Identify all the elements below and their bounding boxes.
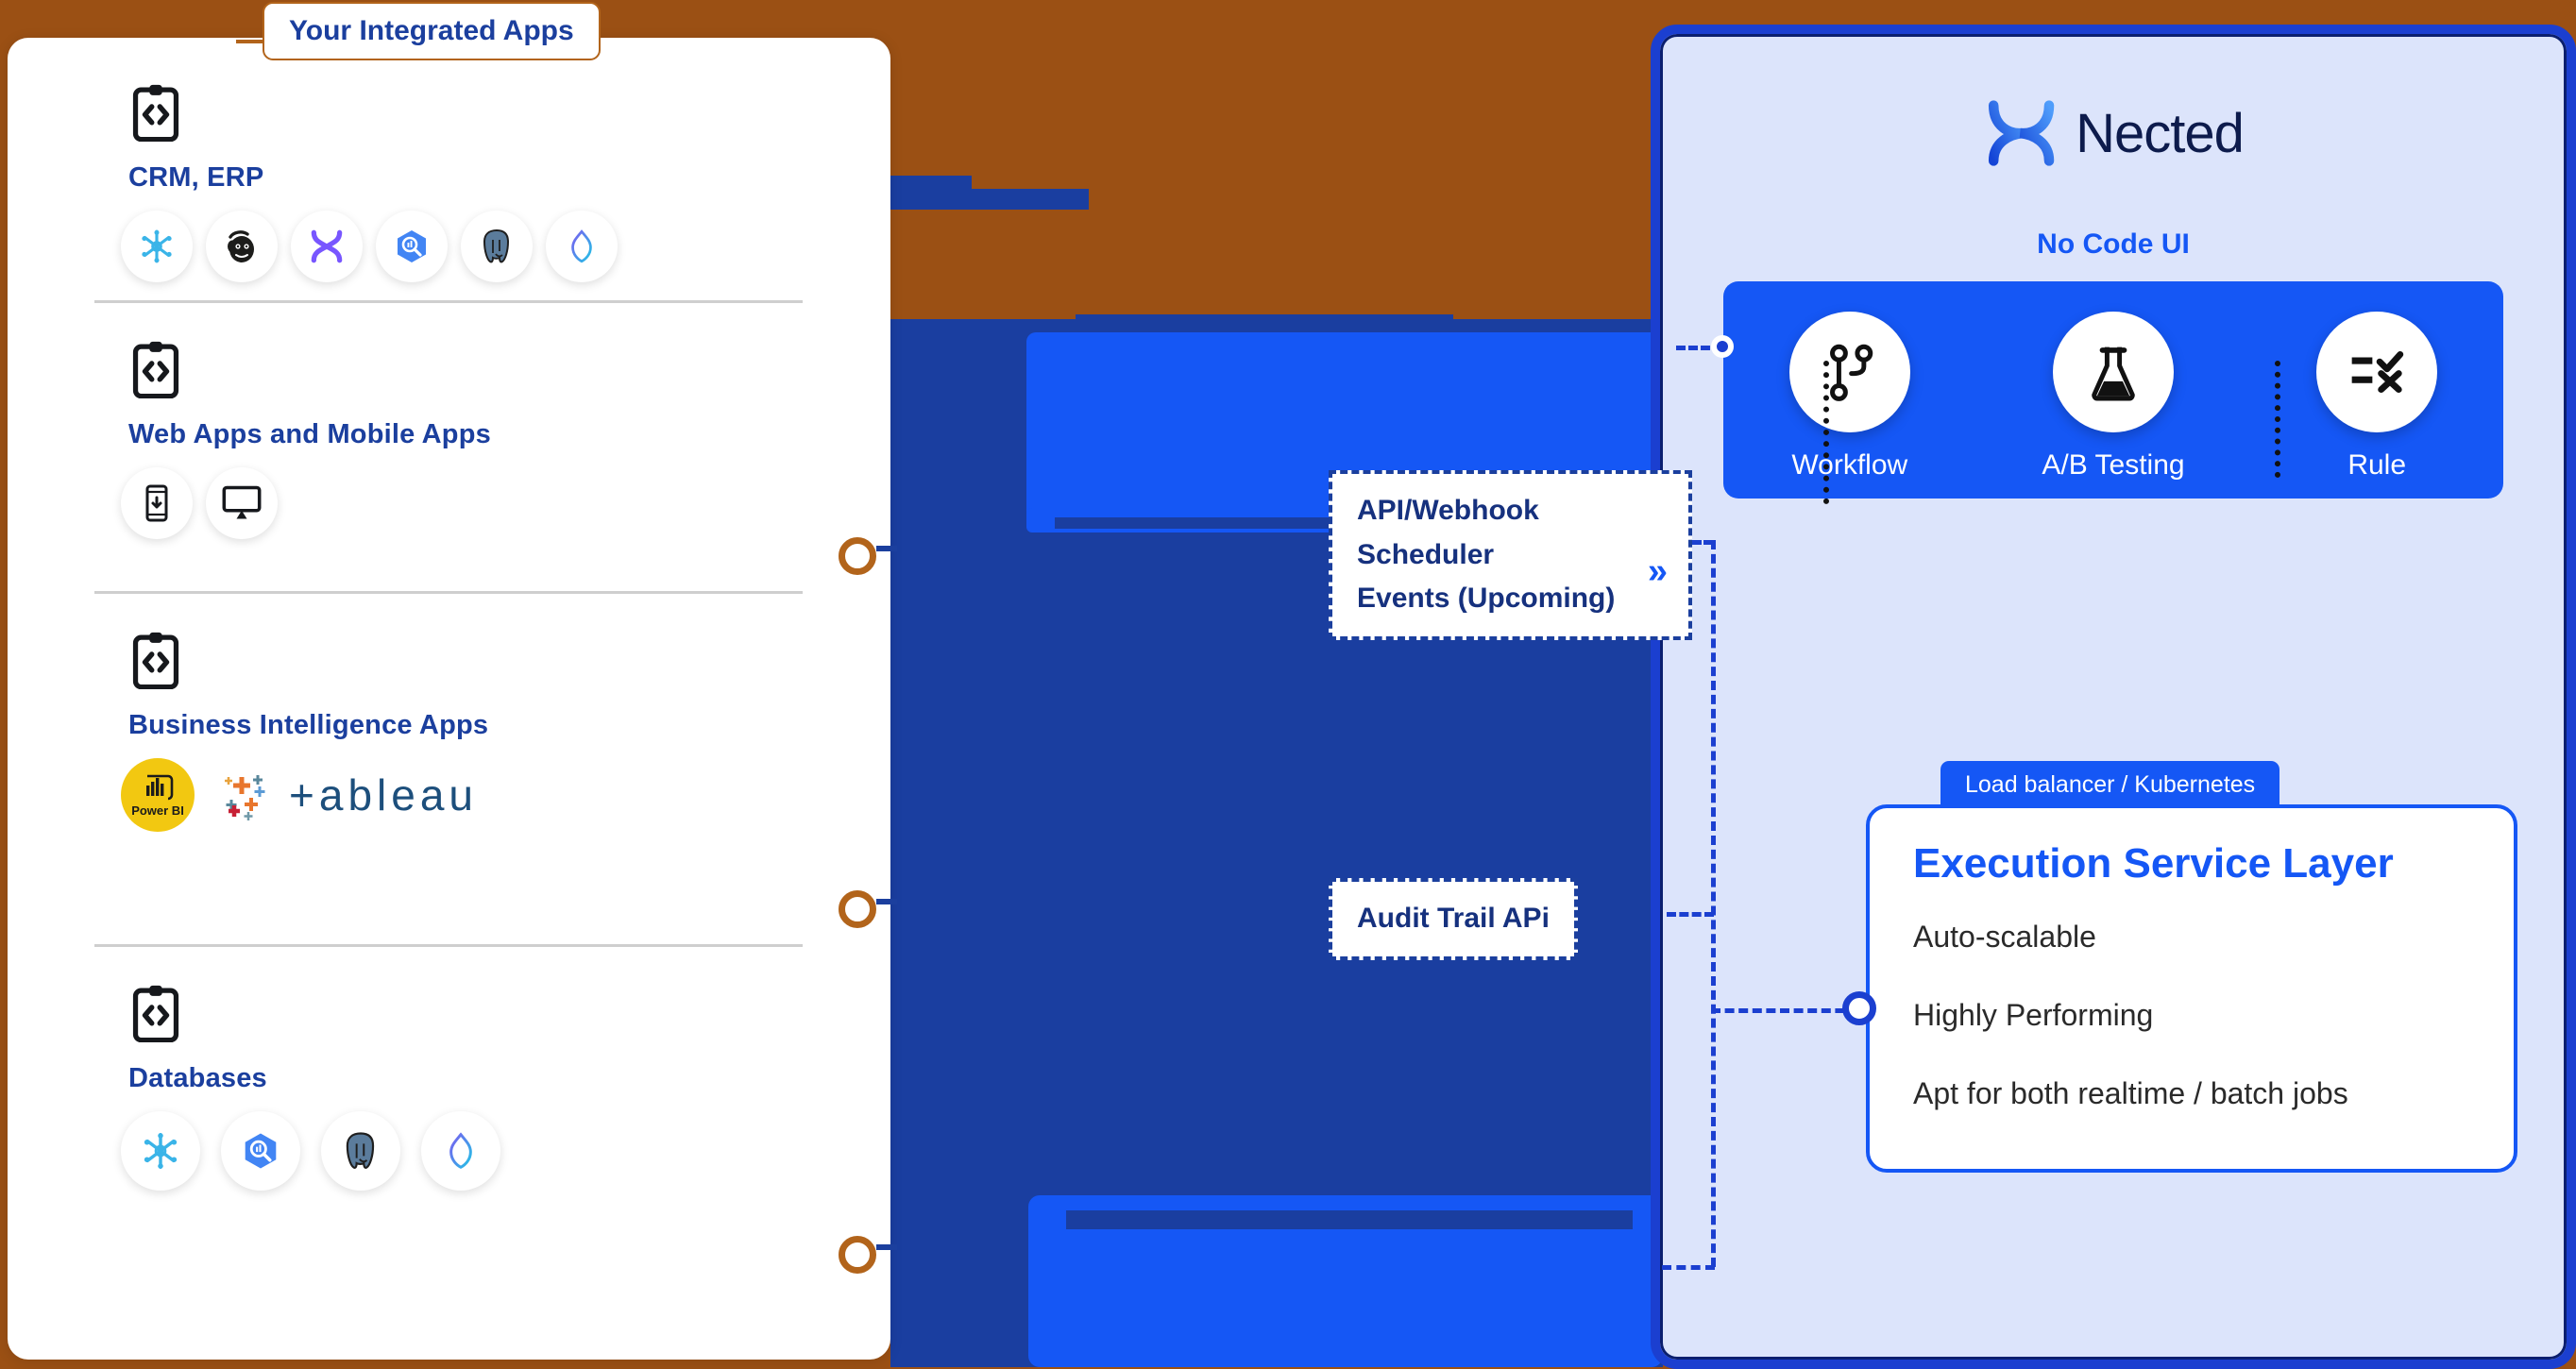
section-divider (94, 591, 803, 594)
obscured-middle-region (890, 0, 1663, 1367)
connector-stub (876, 899, 897, 904)
no-code-ui-card: Workflow A/B Testing Rule (1723, 281, 2503, 499)
category-title: Web Apps and Mobile Apps (128, 419, 491, 449)
feature-label: Workflow (1791, 449, 1908, 481)
dashed-connector (1667, 912, 1714, 917)
code-clipboard-icon (132, 632, 179, 689)
bigquery-logo[interactable] (221, 1111, 300, 1191)
load-balancer-badge: Load balancer / Kubernetes (1940, 761, 2280, 809)
logo-row (121, 1111, 890, 1191)
logo-row: Power BI +ableau (121, 758, 890, 832)
mixpanel-logo[interactable] (291, 211, 363, 282)
execution-card-item: Highly Performing (1913, 998, 2154, 1032)
connector-dot-bi (839, 890, 876, 928)
category-databases: Databases (8, 984, 890, 1191)
category-crm-erp: CRM, ERP (8, 83, 890, 282)
dashed-connector (1711, 540, 1716, 1267)
nected-wordmark: Nected (2076, 102, 2245, 164)
no-code-ui-label: No Code UI (2037, 228, 2190, 260)
snowflake-logo[interactable] (121, 1111, 200, 1191)
callout-line: Events (Upcoming) (1357, 583, 1616, 614)
git-branch-icon (1788, 312, 1910, 432)
integrated-apps-panel: CRM, ERP (8, 38, 890, 1360)
connector-node-exec (1842, 991, 1876, 1025)
mongodb-logo[interactable] (421, 1111, 500, 1191)
category-bi: Business Intelligence Apps Power BI (8, 631, 890, 832)
execution-card-item: Auto-scalable (1913, 920, 2096, 954)
category-web-mobile: Web Apps and Mobile Apps (8, 340, 890, 539)
section-divider (94, 944, 803, 947)
feature-label: A/B Testing (2042, 449, 2185, 481)
tableau-logo[interactable]: +ableau (215, 762, 478, 828)
code-clipboard-icon (132, 985, 179, 1042)
power-bi-logo[interactable]: Power BI (121, 758, 195, 832)
logo-row (121, 467, 890, 539)
chevron-right-icon: » (1647, 551, 1668, 591)
postgresql-logo[interactable] (321, 1111, 400, 1191)
redaction-block (1076, 314, 1453, 330)
rule-checklist-icon (2316, 312, 2438, 432)
feature-rule[interactable]: Rule (2316, 312, 2438, 482)
code-clipboard-icon (132, 84, 179, 142)
nected-brand: Nected (1660, 100, 2567, 166)
execution-card-item: Apt for both realtime / batch jobs (1913, 1076, 2348, 1110)
category-title: CRM, ERP (128, 162, 264, 193)
connector-dot-web-mobile (839, 537, 876, 575)
flask-icon (2052, 312, 2174, 432)
integrated-apps-tab[interactable]: Your Integrated Apps (263, 2, 601, 60)
postgresql-logo[interactable] (461, 211, 533, 282)
dashed-connector (1676, 346, 1710, 350)
callout-line: API/Webhook (1357, 495, 1539, 526)
power-bi-label: Power BI (131, 803, 184, 818)
snowflake-logo[interactable] (121, 211, 193, 282)
redaction-block (1066, 1210, 1633, 1229)
connector-dot-databases (839, 1236, 876, 1274)
feature-workflow[interactable]: Workflow (1788, 312, 1910, 482)
tableau-wordmark: +ableau (289, 770, 478, 820)
execution-card-title: Execution Service Layer (1913, 840, 2394, 887)
mailchimp-logo[interactable] (206, 211, 278, 282)
section-divider (94, 300, 803, 303)
mobile-app-icon[interactable] (121, 467, 193, 539)
desktop-monitor-icon[interactable] (206, 467, 278, 539)
tab-connector-stub (236, 40, 274, 43)
dotted-connector (1823, 361, 1829, 504)
connector-stub (876, 1244, 897, 1250)
bigquery-logo[interactable] (376, 211, 448, 282)
logo-row (121, 211, 890, 282)
mongodb-logo[interactable] (546, 211, 618, 282)
callout-line: Scheduler (1357, 538, 1495, 570)
triggers-callout: API/Webhook Scheduler Events (Upcoming) … (1329, 470, 1692, 640)
audit-trail-callout: Audit Trail APi (1329, 878, 1578, 960)
dotted-connector (2275, 361, 2280, 478)
execution-service-layer-card: Execution Service Layer Auto-scalable Hi… (1866, 804, 2517, 1173)
category-title: Business Intelligence Apps (128, 710, 489, 740)
callout-line: Audit Trail APi (1357, 903, 1550, 934)
nected-logo-icon (1989, 100, 2055, 166)
feature-label: Rule (2347, 449, 2407, 481)
feature-ab-testing[interactable]: A/B Testing (2042, 312, 2185, 482)
category-title: Databases (128, 1063, 267, 1093)
dashed-connector (1711, 1008, 1858, 1013)
connector-stub (876, 546, 897, 551)
code-clipboard-icon (132, 341, 179, 398)
redaction-block (890, 176, 972, 196)
connector-node (1711, 335, 1734, 358)
dashed-connector (1662, 1265, 1715, 1270)
